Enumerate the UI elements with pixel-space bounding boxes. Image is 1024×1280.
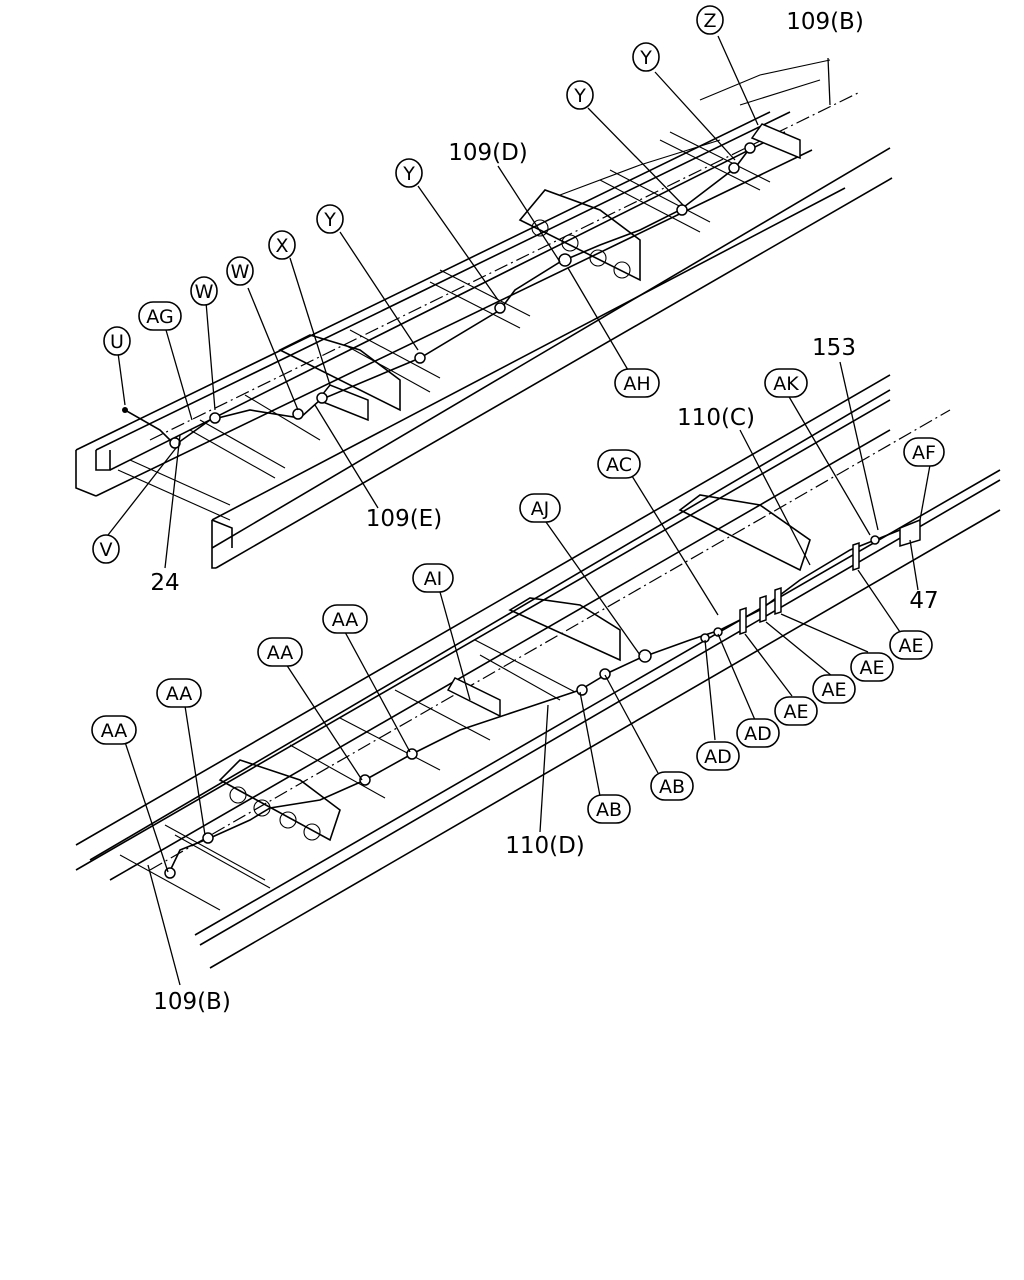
callout-ab-1: AB (650, 771, 694, 801)
part-number-24: 24 (150, 570, 179, 596)
svg-text:AD: AD (704, 746, 732, 768)
part-number-109d: 109(D) (448, 140, 528, 166)
callout-ag: AG (138, 301, 182, 331)
svg-text:AG: AG (146, 306, 173, 328)
callout-x: X (268, 230, 296, 260)
svg-text:Y: Y (639, 47, 652, 69)
svg-text:AE: AE (783, 701, 808, 723)
callout-z: Z (696, 5, 724, 35)
svg-text:Z: Z (703, 10, 716, 32)
svg-text:AC: AC (606, 454, 632, 476)
callout-u: U (103, 326, 131, 356)
callout-ab-2: AB (587, 794, 631, 824)
svg-text:AB: AB (596, 799, 622, 821)
callout-ad-1: AD (736, 718, 780, 748)
callout-y-1: Y (632, 42, 660, 72)
callout-aa-2: AA (257, 637, 303, 667)
svg-text:AA: AA (267, 642, 294, 664)
callout-aa-4: AA (91, 715, 137, 745)
svg-text:AA: AA (166, 683, 193, 705)
callout-ac: AC (597, 449, 641, 479)
upper-frame-rail (75, 59, 893, 569)
svg-text:W: W (231, 261, 250, 283)
callout-aj: AJ (519, 493, 561, 523)
svg-text:AK: AK (773, 373, 799, 395)
callout-v: V (92, 534, 120, 564)
part-number-47: 47 (909, 588, 938, 614)
svg-text:Y: Y (573, 85, 586, 107)
lower-frame-rail (75, 374, 1001, 969)
callout-aa-1: AA (322, 604, 368, 634)
callout-ae-2: AE (850, 652, 894, 682)
callout-y-3: Y (395, 158, 423, 188)
callout-w-1: W (226, 256, 254, 286)
leader-lines (107, 35, 931, 986)
svg-text:AD: AD (744, 723, 772, 745)
callout-ad-2: AD (696, 741, 740, 771)
svg-text:Y: Y (402, 163, 415, 185)
part-number-109b-bottom: 109(B) (153, 989, 231, 1015)
svg-text:AB: AB (659, 776, 685, 798)
callout-ak: AK (764, 368, 808, 398)
callout-af: AF (903, 437, 945, 467)
part-number-109b-top: 109(B) (786, 9, 864, 35)
svg-text:AA: AA (101, 720, 128, 742)
svg-text:AF: AF (912, 442, 936, 464)
svg-text:AE: AE (859, 657, 884, 679)
part-number-109e: 109(E) (366, 506, 442, 532)
callout-aa-3: AA (156, 678, 202, 708)
callout-ah: AH (614, 368, 660, 398)
callout-y-2: Y (566, 80, 594, 110)
callout-ai: AI (412, 563, 454, 593)
part-number-110d: 110(D) (505, 833, 585, 859)
callout-ae-4: AE (774, 696, 818, 726)
svg-text:Y: Y (323, 209, 336, 231)
callout-y-4: Y (316, 204, 344, 234)
callout-ae-3: AE (812, 674, 856, 704)
svg-text:AA: AA (332, 609, 359, 631)
part-number-153: 153 (812, 335, 856, 361)
svg-text:X: X (275, 235, 288, 257)
callout-ae-1: AE (889, 630, 933, 660)
svg-text:AH: AH (623, 373, 650, 395)
svg-text:U: U (110, 331, 124, 353)
svg-text:AJ: AJ (531, 498, 550, 520)
callout-w-2: W (190, 276, 218, 306)
svg-text:AE: AE (898, 635, 923, 657)
part-number-110c: 110(C) (677, 405, 755, 431)
svg-text:V: V (100, 539, 113, 561)
svg-text:W: W (195, 281, 214, 303)
svg-text:AE: AE (821, 679, 846, 701)
svg-text:AI: AI (424, 568, 443, 590)
